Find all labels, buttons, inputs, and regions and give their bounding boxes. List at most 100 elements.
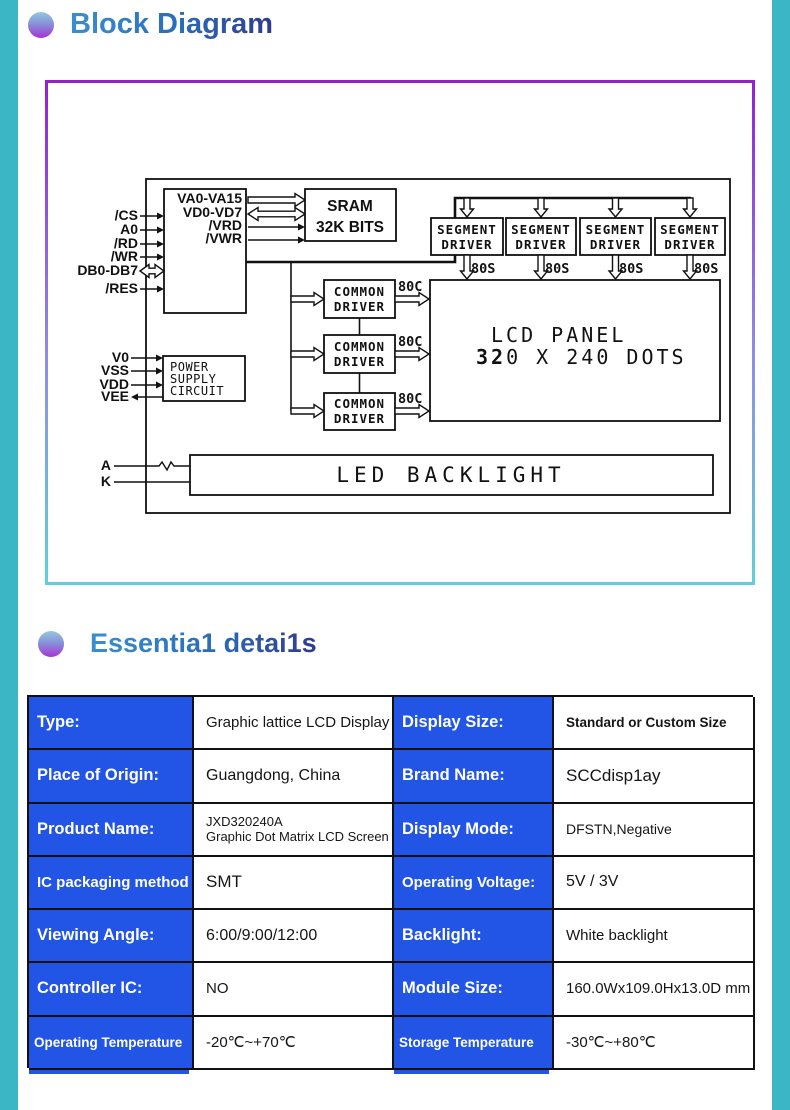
left-accent-strip: [0, 0, 18, 1110]
anode-pin-label: A: [101, 457, 111, 473]
spec-label: Module Size:: [394, 963, 554, 1017]
section-title: Essentia1 detai1s: [90, 628, 317, 658]
segment-output-label: 80S: [694, 261, 718, 277]
spec-value: 6:00/9:00/12:00: [194, 910, 394, 964]
pin-label: VA0-VA15: [177, 190, 242, 206]
spec-value: 5V / 3V: [554, 856, 755, 911]
segment-driver-block: [654, 217, 726, 256]
segment-driver-label: DRIVER: [515, 237, 566, 252]
signal-label: /RD: [114, 235, 138, 251]
block-diagram-header: Block Diagram: [28, 8, 273, 41]
spec-value: Guangdong, China: [194, 750, 394, 804]
led-backlight-label: LED BACKLIGHT: [336, 463, 565, 487]
signal-label: DB0-DB7: [77, 262, 138, 278]
power-pin-label: VSS: [101, 362, 129, 378]
common-driver-label: DRIVER: [334, 299, 385, 314]
power-pins: V0 VSS VDD VEE: [99, 349, 163, 404]
spec-value: Standard or Custom Size: [554, 697, 755, 751]
segment-drop-arrows: [459, 197, 698, 219]
block-diagram-frame: VA0-VA15 VD0-VD7 /VRD /VWR /CS A0 /RD /W…: [45, 80, 755, 585]
sram-block: [304, 188, 397, 242]
spec-label: Product Name:: [29, 803, 194, 857]
power-supply-label: POWER: [170, 360, 209, 374]
spec-label: Display Size:: [394, 697, 554, 751]
power-supply-block: [162, 355, 246, 402]
lcd-panel-label: LCD PANEL: [491, 323, 626, 347]
essential-details-table: Type: Graphic lattice LCD Display Displa…: [27, 695, 755, 1070]
common-driver-label: COMMON: [334, 396, 385, 411]
spec-label: Operating Voltage:: [394, 856, 554, 911]
signal-label: /WR: [111, 248, 138, 264]
spec-label: Operating Temperature: [29, 1016, 194, 1070]
segment-driver-label: DRIVER: [590, 237, 641, 252]
segment-driver-label: SEGMENT: [511, 222, 571, 237]
sram-label: SRAM: [327, 198, 373, 215]
spec-value: SCCdisp1ay: [554, 750, 755, 804]
lcd-resolution-bold: 32: [476, 345, 506, 369]
common-driver-label: DRIVER: [334, 411, 385, 426]
spec-value: DFSTN,Negative: [554, 803, 755, 857]
segment-output-arrows: 80S 80S 80S 80S: [459, 254, 718, 281]
segment-output-label: 80S: [471, 261, 495, 277]
segment-drivers: SEGMENT DRIVER SEGMENT DRIVER SEGMENT DR…: [430, 217, 726, 256]
segment-driver-label: SEGMENT: [437, 222, 497, 237]
lcd-module-block-diagram: VA0-VA15 VD0-VD7 /VRD /VWR /CS A0 /RD /W…: [77, 178, 731, 514]
power-supply-label: CIRCUIT: [170, 384, 224, 398]
spec-label: IC packaging method: [29, 856, 194, 911]
right-accent-strip: [772, 0, 790, 1110]
pin-label: /VWR: [205, 230, 242, 246]
controller-pin-labels: VA0-VA15 VD0-VD7 /VRD /VWR: [177, 190, 242, 246]
common-output-label: 80C: [398, 279, 422, 295]
pin-label: VD0-VD7: [183, 204, 242, 220]
signal-label: A0: [120, 221, 138, 237]
power-supply-label: SUPPLY: [170, 372, 217, 386]
spec-label: Viewing Angle:: [29, 910, 194, 964]
lcd-panel-block: [429, 279, 721, 422]
power-pin-label: VEE: [101, 388, 129, 404]
spec-label: Place of Origin:: [29, 750, 194, 804]
lcd-resolution-rest: 0 X 240 DOTS: [506, 345, 687, 369]
common-driver-label: DRIVER: [334, 354, 385, 369]
segment-driver-block: [505, 217, 577, 256]
anode-wire: [114, 460, 190, 472]
common-output-label: 80C: [398, 391, 422, 407]
gradient-bullet-icon: [28, 11, 54, 38]
spec-value: -30℃~+80℃: [554, 1016, 755, 1070]
signal-label: /CS: [115, 207, 138, 223]
power-pin-label: VDD: [99, 376, 129, 392]
controller-block: [163, 188, 247, 314]
spec-label: Display Mode:: [394, 803, 554, 857]
spec-value: 160.0Wx109.0Hx13.0D mm: [554, 963, 755, 1017]
essential-details-header: Essentia1 detai1s: [38, 628, 317, 659]
spec-value: SMT: [194, 856, 394, 911]
common-driver-label: COMMON: [334, 339, 385, 354]
lcd-resolution-label: 320 X 240 DOTS: [476, 345, 687, 369]
common-input-arrows: [290, 291, 326, 419]
spec-value-line2: Graphic Dot Matrix LCD Screen: [206, 829, 389, 845]
segment-output-label: 80S: [545, 261, 569, 277]
pin-label: /VRD: [209, 217, 242, 233]
segment-driver-label: SEGMENT: [586, 222, 646, 237]
segment-driver-block: [579, 217, 652, 256]
spec-value: JXD320240A Graphic Dot Matrix LCD Screen: [194, 803, 394, 857]
common-output-label: 80C: [398, 334, 422, 350]
common-driver-label: COMMON: [334, 284, 385, 299]
common-output-arrows: 80C 80C 80C: [394, 279, 431, 419]
gradient-bullet-icon: [38, 630, 64, 657]
signal-label: /RES: [105, 280, 138, 296]
common-drivers: COMMON DRIVER COMMON DRIVER COMMON DRIVE…: [323, 279, 396, 431]
spec-label: Backlight:: [394, 910, 554, 964]
spec-label: Type:: [29, 697, 194, 751]
spec-label: Brand Name:: [394, 750, 554, 804]
spec-label: Storage Temperature: [394, 1016, 554, 1070]
segment-output-label: 80S: [619, 261, 643, 277]
spec-value: NO: [194, 963, 394, 1017]
spec-value: White backlight: [554, 910, 755, 964]
cathode-pin-label: K: [101, 473, 111, 489]
data-bus-double-arrow: [138, 263, 166, 279]
block-diagram-canvas: VA0-VA15 VD0-VD7 /VRD /VWR /CS A0 /RD /W…: [48, 83, 752, 582]
segment-driver-label: DRIVER: [664, 237, 715, 252]
spec-value-line1: JXD320240A: [206, 814, 283, 830]
power-pin-label: V0: [112, 349, 129, 365]
spec-value: -20℃~+70℃: [194, 1016, 394, 1070]
